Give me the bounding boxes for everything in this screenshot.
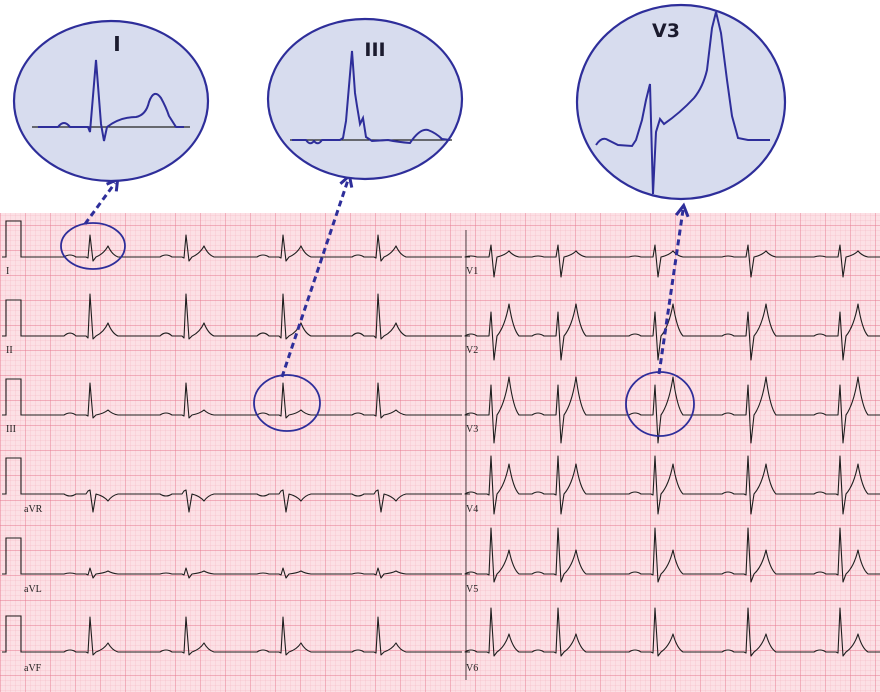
ecg-paper bbox=[0, 213, 880, 692]
lead-label-avl: aVL bbox=[24, 584, 42, 595]
highlight-circle-lead-iii bbox=[253, 374, 321, 432]
zoom-trace-lead-i bbox=[38, 59, 184, 142]
lead-label-ii: II bbox=[6, 345, 13, 356]
trace-limb-lead bbox=[28, 567, 462, 579]
trace-limb-lead bbox=[28, 489, 462, 513]
lead-label-iii: III bbox=[6, 424, 16, 435]
lead-label-i: I bbox=[6, 266, 9, 277]
limb-lead-labels: I II III aVR aVL aVF bbox=[6, 266, 43, 674]
lead-label-v4: V4 bbox=[466, 504, 478, 515]
callout-arrows bbox=[83, 172, 690, 378]
calibration-pulse bbox=[2, 615, 28, 653]
zoom-title-lead-iii: III bbox=[364, 39, 385, 61]
arrow-lead-i bbox=[83, 176, 120, 225]
calibration-pulse bbox=[2, 220, 28, 258]
trace-chest-lead bbox=[464, 527, 880, 583]
zoom-title-lead-i: I bbox=[113, 32, 120, 56]
calibration-pulse bbox=[2, 299, 28, 337]
lead-label-v5: V5 bbox=[466, 584, 478, 595]
zoom-trace-lead-v3 bbox=[595, 11, 770, 195]
lead-label-v2: V2 bbox=[466, 345, 478, 356]
lead-label-v1: V1 bbox=[466, 266, 478, 277]
zoom-balloon-lead-iii: III bbox=[266, 17, 464, 181]
highlight-circle-lead-i bbox=[60, 222, 126, 270]
chest-lead-labels: V1 V2 V3 V4 V5 V6 bbox=[466, 266, 478, 674]
zoom-balloon-lead-i: I bbox=[12, 19, 210, 183]
trace-chest-lead bbox=[464, 607, 880, 657]
ecg-traces bbox=[28, 230, 880, 680]
trace-limb-lead bbox=[28, 616, 462, 656]
zoom-title-lead-v3: V3 bbox=[652, 20, 680, 42]
arrow-lead-iii bbox=[280, 172, 354, 378]
trace-chest-lead bbox=[464, 455, 880, 515]
lead-label-v3: V3 bbox=[466, 424, 478, 435]
trace-limb-lead bbox=[28, 293, 462, 340]
arrow-lead-v3 bbox=[657, 202, 690, 375]
trace-chest-lead bbox=[464, 376, 880, 444]
lead-label-avr: aVR bbox=[24, 504, 43, 515]
zoom-balloon-lead-v3: V3 bbox=[575, 3, 787, 201]
calibration-pulse bbox=[2, 457, 28, 495]
calibration-pulse bbox=[2, 378, 28, 416]
trace-chest-lead bbox=[464, 244, 880, 278]
lead-label-v6: V6 bbox=[466, 663, 478, 674]
calibration-pulses bbox=[2, 220, 28, 653]
trace-limb-lead bbox=[28, 382, 462, 419]
lead-label-avf: aVF bbox=[24, 663, 42, 674]
zoom-trace-lead-iii bbox=[292, 50, 451, 145]
calibration-pulse bbox=[2, 537, 28, 575]
trace-limb-lead bbox=[28, 234, 462, 262]
